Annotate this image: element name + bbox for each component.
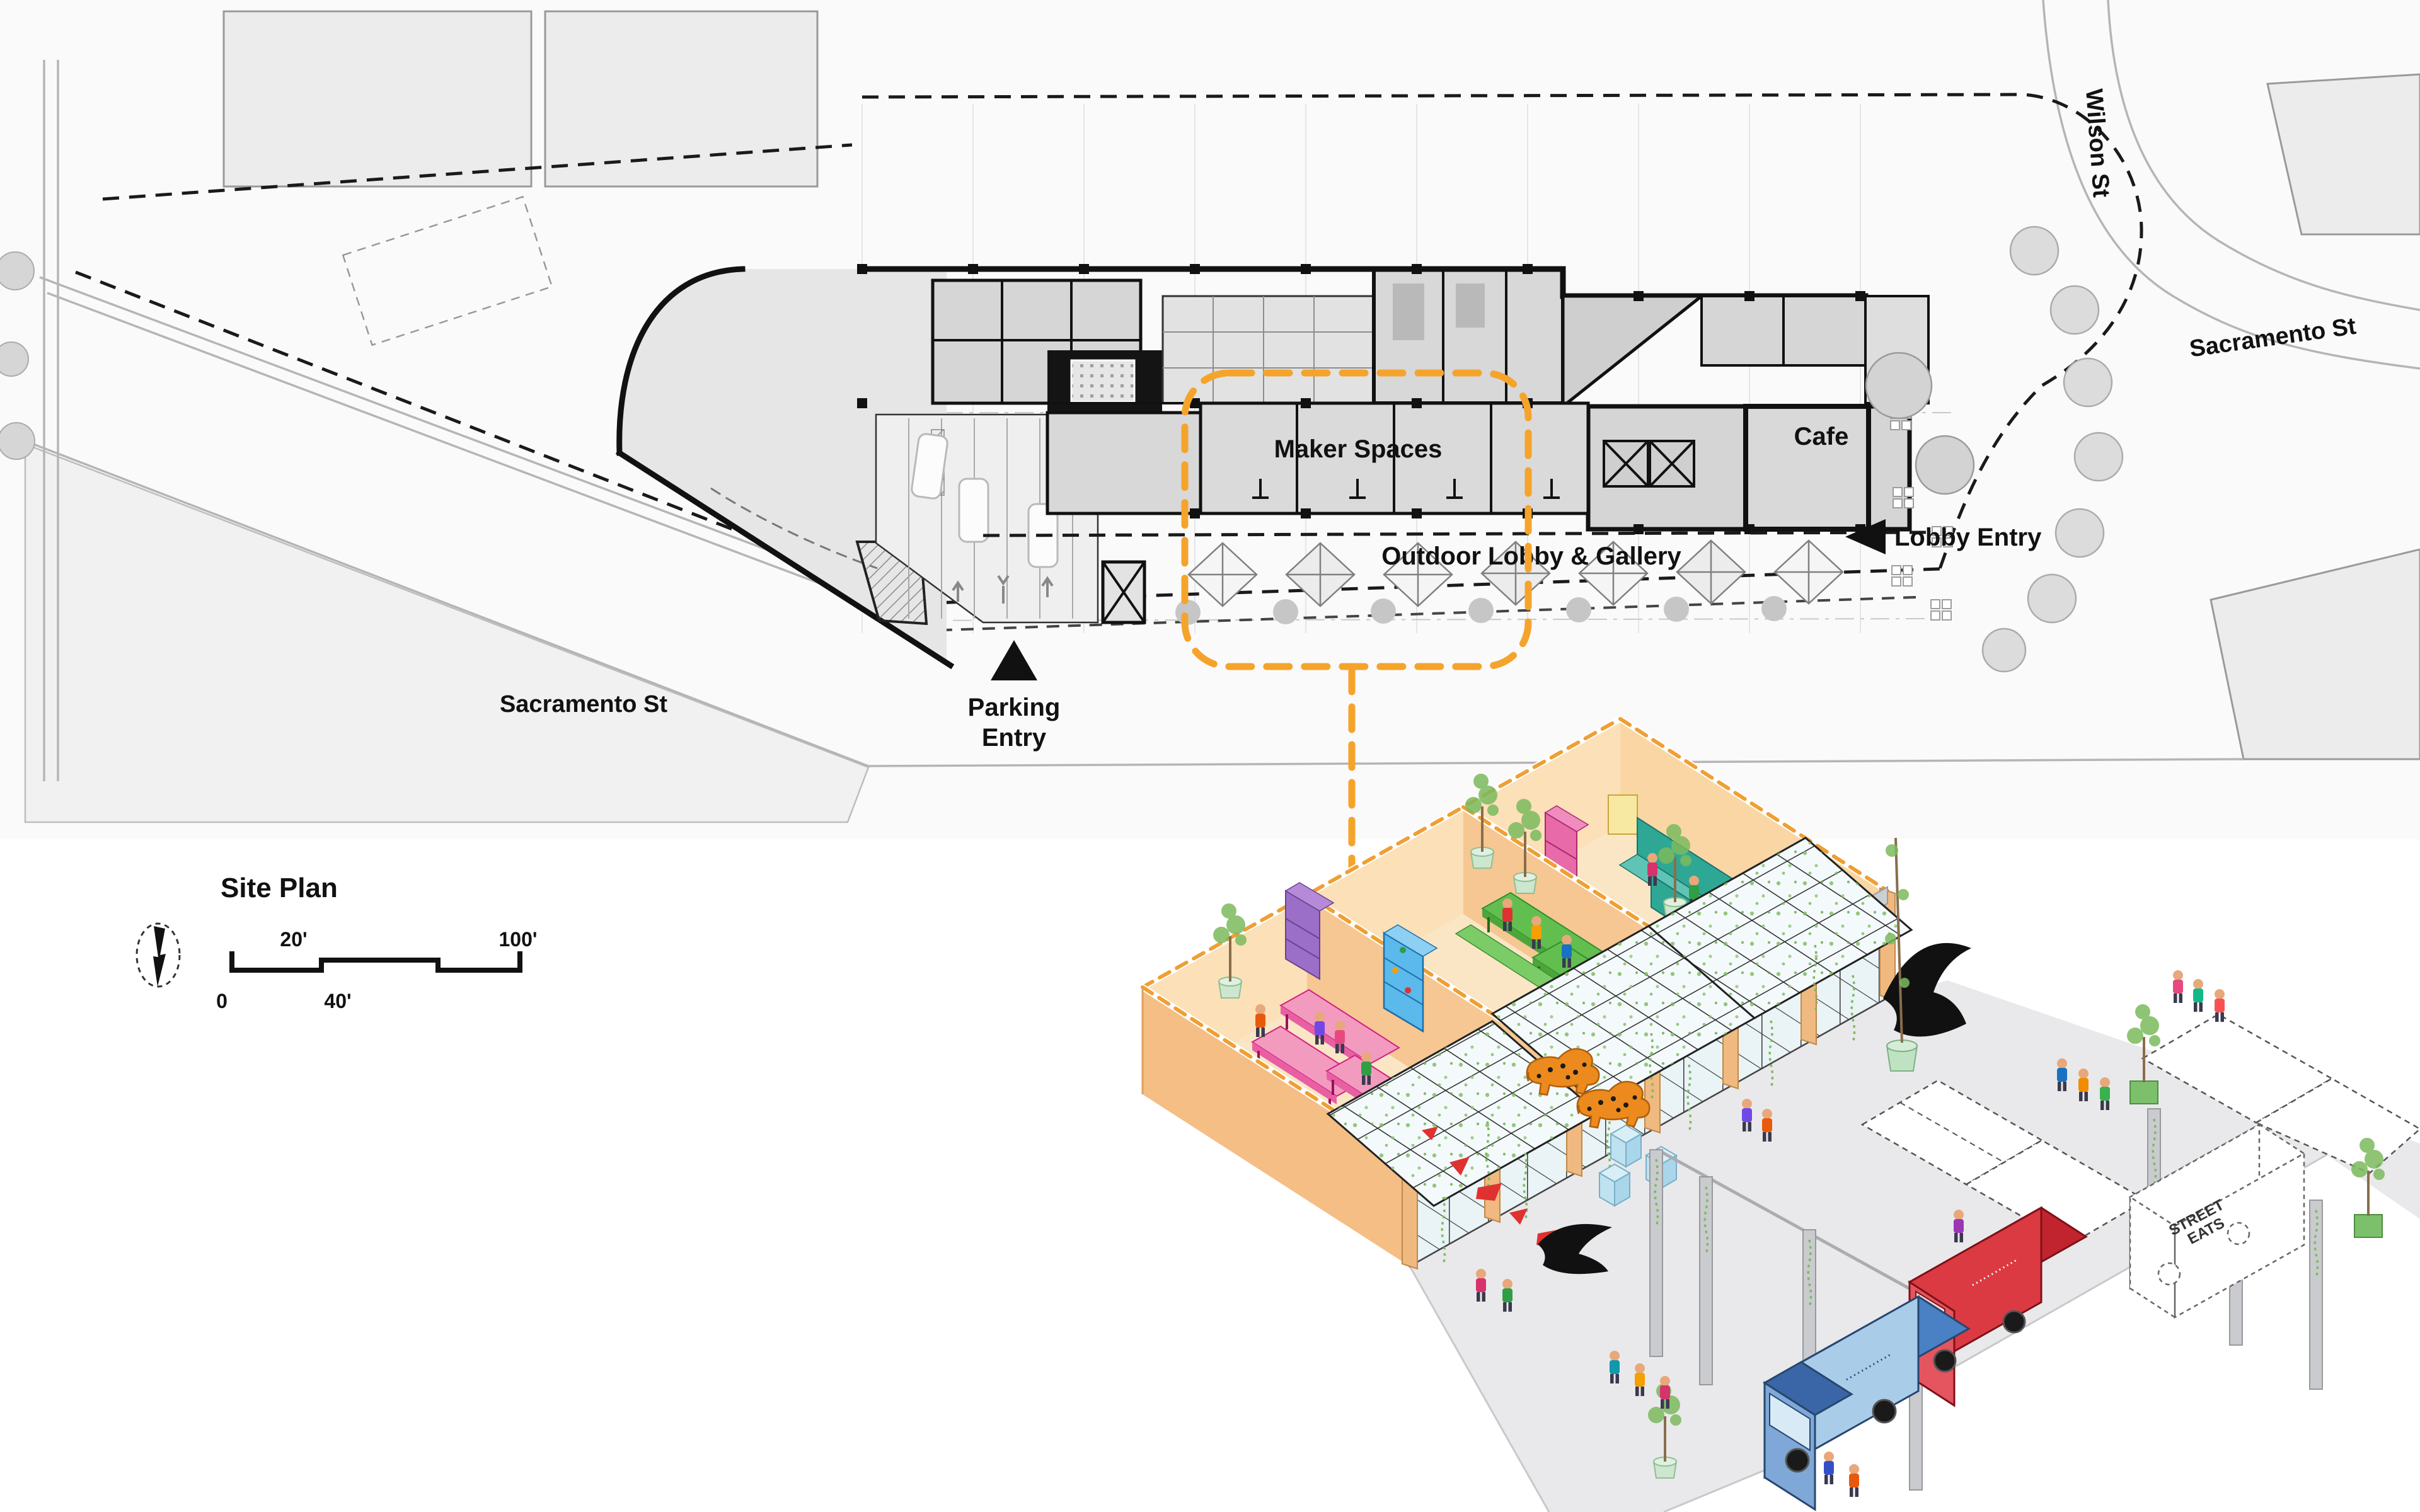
axon-detail: STREET EATS [1139, 665, 2420, 1512]
label-cafe: Cafe [1794, 423, 1849, 450]
building-plan [615, 226, 2124, 673]
future-pad-outline [342, 195, 553, 346]
outdoor-gallery-objects [1422, 837, 2420, 1497]
bird-sculpture-small [1538, 1223, 1612, 1274]
pedestal-3 [1599, 1164, 1630, 1206]
maker-spaces-row [1046, 401, 1590, 515]
back-wall [1143, 719, 1620, 1094]
yellow-panel [1608, 794, 1638, 835]
purple-cabinet [1284, 882, 1335, 980]
plaza-planters [1647, 837, 1918, 1479]
street-trees-left [0, 251, 35, 460]
pergola-planters [2126, 1003, 2386, 1238]
north-wing [859, 266, 1566, 405]
parking-area [875, 413, 1099, 624]
neighbor-block-d [2210, 548, 2420, 760]
neighbor-block-b [544, 10, 819, 188]
label-parking: Parking [968, 694, 1061, 721]
scale-bar [229, 951, 522, 973]
gallery-pavilions [1187, 539, 1844, 607]
streetscape-trees-right [1865, 226, 2124, 673]
scale-20: 20' [280, 928, 307, 951]
site-plan: Maker Spaces Cafe Outdoor Lobby & Galler… [0, 0, 2420, 823]
scale-40: 40' [324, 990, 351, 1012]
label-maker-spaces: Maker Spaces [1274, 435, 1443, 463]
maker-spaces-callout [1181, 369, 1532, 670]
food-trucks: STREET EATS [1763, 1123, 2306, 1511]
neighbor-block-a [222, 10, 533, 188]
label-lobby-entry: Lobby Entry [1894, 524, 2042, 551]
pedestal-1 [1610, 1125, 1642, 1167]
label-sacramento-left: Sacramento St [500, 691, 667, 718]
sheet-title: Site Plan [221, 873, 338, 903]
bird-sculpture-large [1883, 942, 1971, 1037]
title-block: Site Plan 0 20' 40' 100' [135, 873, 538, 1012]
neighbor-block-c [2266, 73, 2420, 236]
cafe-room [1743, 404, 1871, 532]
north-arrow [135, 922, 181, 988]
pergola-roofs [1860, 1003, 2420, 1390]
gallery-planters [1175, 596, 1787, 625]
blue-shelving [1383, 924, 1438, 1033]
streets-and-parcels [0, 0, 2420, 823]
white-food-truck: STREET EATS [2128, 1123, 2306, 1319]
lobby-entry-arrow [1845, 519, 1886, 554]
parcel-southwest [24, 443, 870, 823]
blue-food-truck [1763, 1295, 1971, 1511]
label-parking-entry: Entry [982, 724, 1047, 752]
parking-entry-arrow [991, 640, 1037, 680]
scale-100: 100' [499, 928, 538, 951]
maker-spaces-axon-building [1139, 716, 1913, 1270]
scale-0: 0 [216, 990, 228, 1012]
southwest-wall [1143, 987, 1410, 1266]
